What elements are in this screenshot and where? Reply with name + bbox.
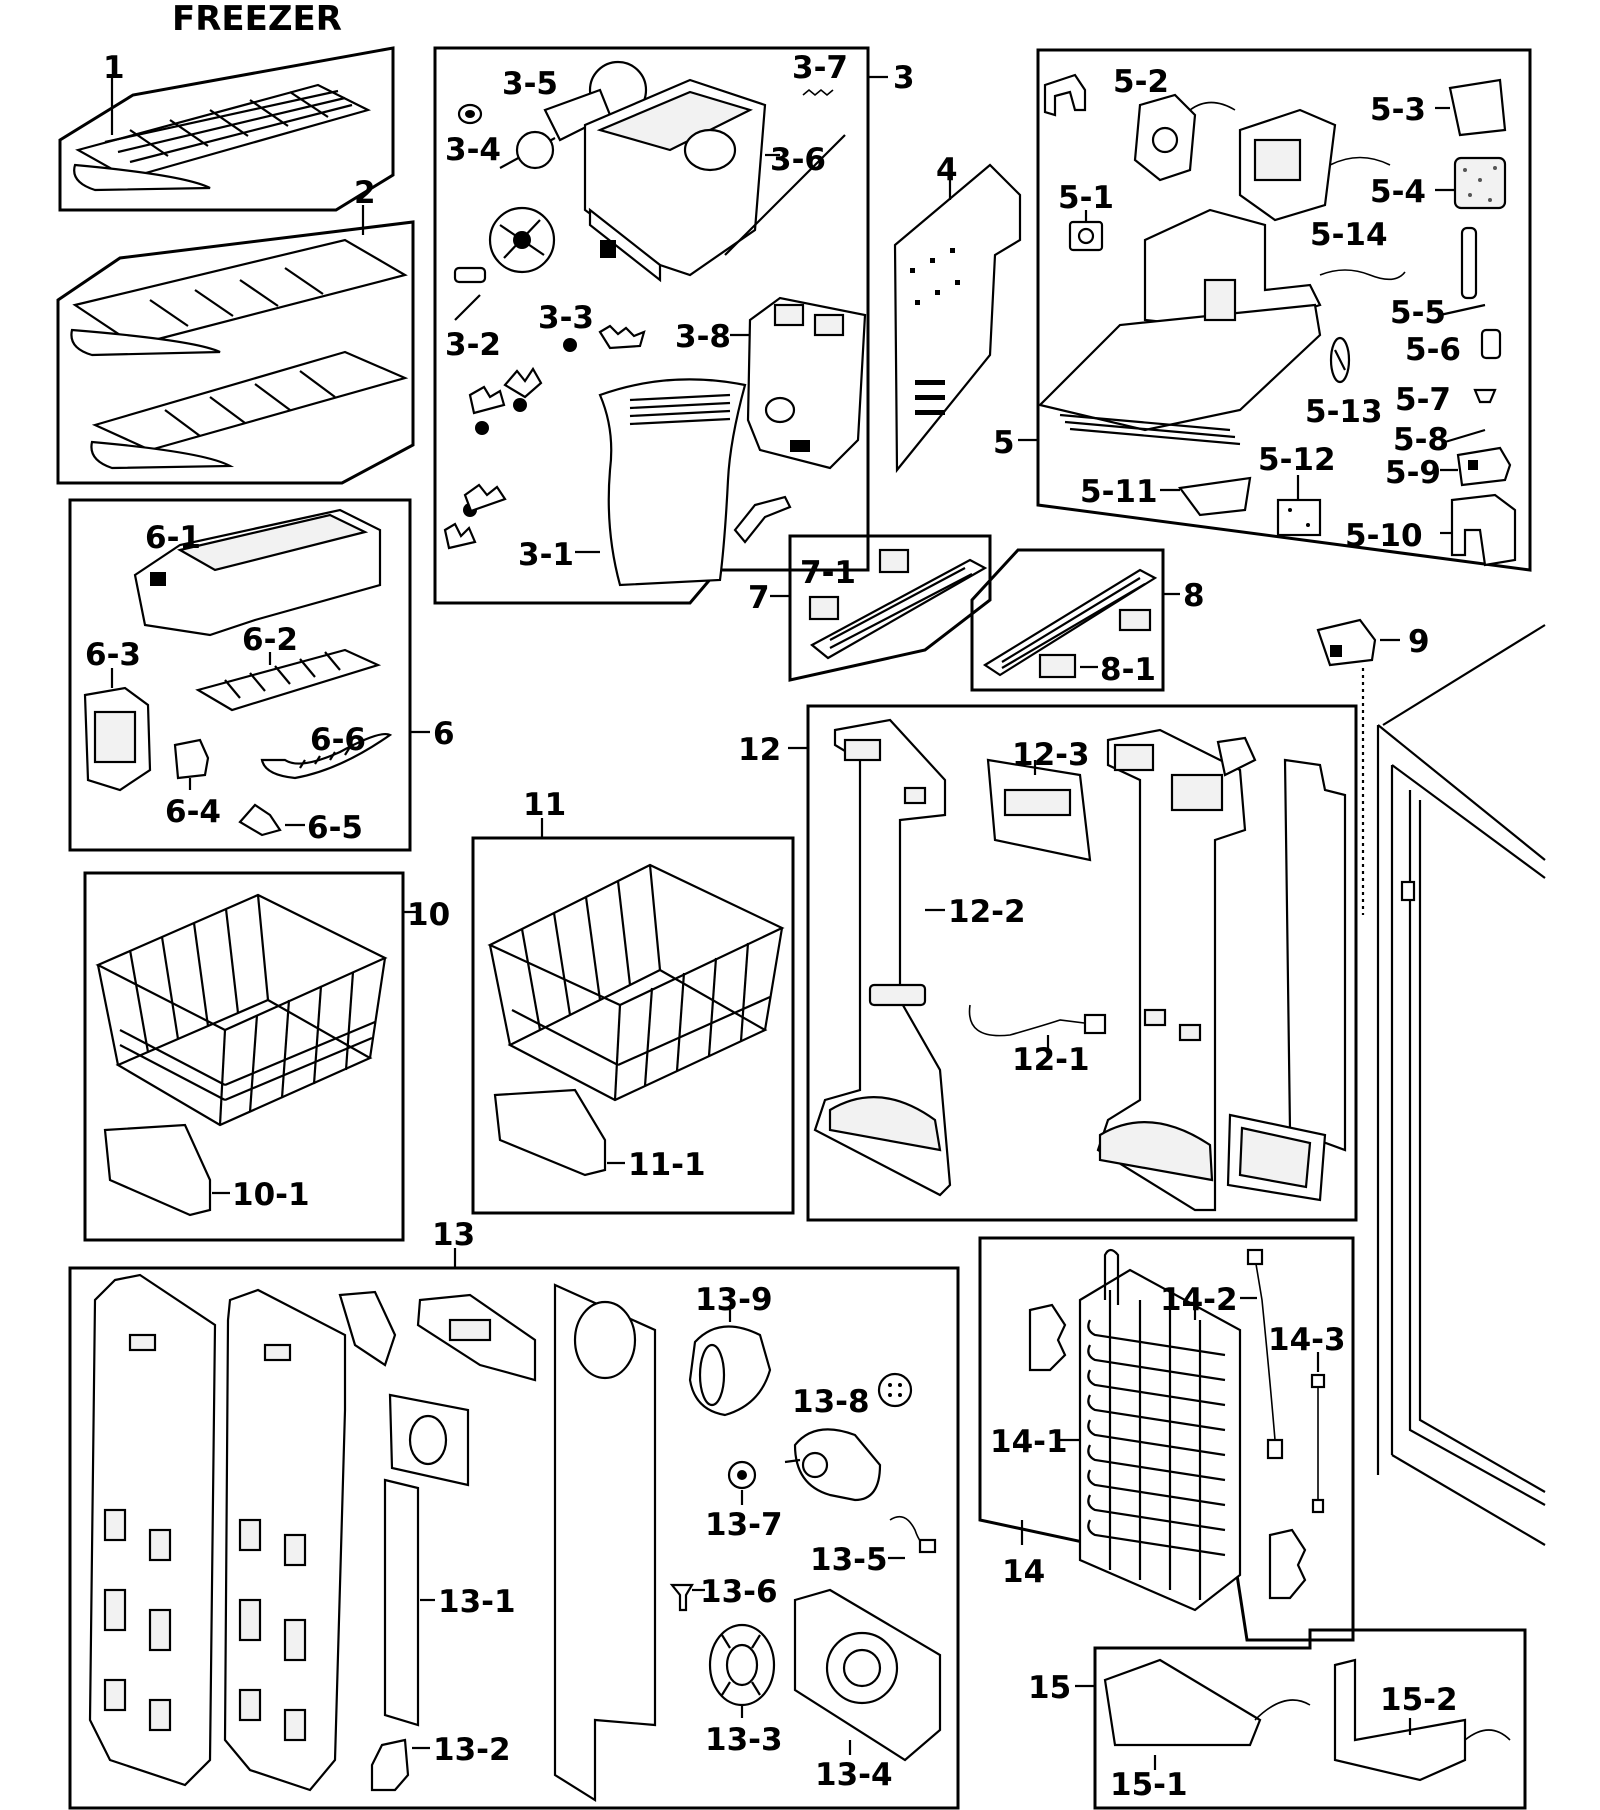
label-11: 11: [523, 787, 566, 823]
label-12-3: 12-3: [1012, 737, 1090, 773]
label-5-9: 5-9: [1385, 455, 1441, 491]
label-5-7: 5-7: [1395, 382, 1451, 418]
label-14-2: 14-2: [1160, 1282, 1238, 1318]
part-13-box: [68, 1266, 960, 1810]
label-3-6: 3-6: [770, 142, 826, 178]
label-13: 13: [432, 1217, 475, 1253]
diagram-title: FREEZER: [172, 0, 342, 39]
label-5-10: 5-10: [1345, 518, 1423, 554]
label-6-2: 6-2: [242, 622, 298, 658]
label-8: 8: [1183, 578, 1205, 614]
label-13-6: 13-6: [700, 1574, 778, 1610]
label-10-1: 10-1: [232, 1177, 310, 1213]
label-14: 14: [1002, 1554, 1045, 1590]
label-5: 5: [993, 425, 1015, 461]
part-9-connector: 9: [1316, 618, 1430, 915]
label-5-8: 5-8: [1393, 422, 1449, 458]
label-6: 6: [433, 716, 455, 752]
part-2-box: [56, 220, 415, 485]
label-13-5: 13-5: [810, 1542, 888, 1578]
part-1-shelf: 1: [58, 46, 395, 212]
part-11-basket: 11 11-1: [471, 787, 795, 1215]
part-13-duct-fan-assembly: 13 13-1 13-2: [68, 1217, 960, 1810]
label-13-3: 13-3: [705, 1722, 783, 1758]
label-5-13: 5-13: [1305, 394, 1383, 430]
label-5-6: 5-6: [1405, 332, 1461, 368]
label-6-4: 6-4: [165, 794, 221, 830]
label-2: 2: [354, 175, 376, 211]
label-5-1: 5-1: [1058, 180, 1114, 216]
label-1: 1: [103, 50, 125, 86]
label-6-3: 6-3: [85, 637, 141, 673]
label-5-14: 5-14: [1310, 217, 1388, 253]
part-7-cover-strip: 7 7-1: [748, 534, 992, 682]
label-14-3: 14-3: [1268, 1322, 1346, 1358]
label-10: 10: [407, 897, 450, 933]
part-1-box: [58, 46, 395, 212]
label-6-1: 6-1: [145, 520, 201, 556]
label-13-9: 13-9: [695, 1282, 773, 1318]
label-6-5: 6-5: [307, 810, 363, 846]
label-5-5: 5-5: [1390, 295, 1446, 331]
cabinet-outline: [1376, 624, 1546, 1546]
label-5-3: 5-3: [1370, 92, 1426, 128]
part-8-box: [970, 548, 1165, 692]
label-3-1: 3-1: [518, 537, 574, 573]
part-12-inner-panels: 12 12-2 12-3 12-1: [738, 704, 1358, 1222]
part-10-box: [83, 871, 405, 1242]
label-15: 15: [1028, 1670, 1071, 1706]
part-6-ice-maker: 6 6-1 6-2 6-3 6-4 6-6 6-5: [68, 498, 455, 852]
part-5-dispenser-assembly: 5 5-2 5-3 5-4 5-1 5-14 5-5: [993, 48, 1532, 572]
part-14-evaporator: 14 14-1 14-2 14-3: [978, 1236, 1355, 1642]
part-14-box: [978, 1236, 1355, 1642]
label-12: 12: [738, 732, 781, 768]
label-5-11: 5-11: [1080, 474, 1158, 510]
part-4-back-plate: 4: [893, 152, 1022, 474]
label-12-2: 12-2: [948, 894, 1026, 930]
part-6-box: [68, 498, 412, 852]
label-5-12: 5-12: [1258, 442, 1336, 478]
label-6-6: 6-6: [310, 722, 366, 758]
label-15-1: 15-1: [1110, 1767, 1188, 1803]
label-3-2: 3-2: [445, 327, 501, 363]
label-13-4: 13-4: [815, 1757, 893, 1793]
part-11-box: [471, 836, 795, 1215]
part-2-shelves: 2: [56, 175, 415, 485]
label-3-3: 3-3: [538, 300, 594, 336]
part-3-ice-bucket-assembly: 3 3-4 3-5 3-6 3-7 3-2 3-3: [433, 46, 915, 605]
label-3-8: 3-8: [675, 319, 731, 355]
label-5-2: 5-2: [1113, 64, 1169, 100]
label-15-2: 15-2: [1380, 1682, 1458, 1718]
label-7-1: 7-1: [800, 555, 856, 591]
label-13-7: 13-7: [705, 1507, 783, 1543]
label-12-1: 12-1: [1012, 1042, 1090, 1078]
label-13-1: 13-1: [438, 1584, 516, 1620]
part-5-box: [1036, 48, 1532, 572]
label-14-1: 14-1: [990, 1424, 1068, 1460]
label-4: 4: [936, 152, 958, 188]
label-5-4: 5-4: [1370, 174, 1426, 210]
part-15-box: [1093, 1628, 1527, 1810]
part-10-basket: 10 10-1: [83, 871, 450, 1242]
label-13-2: 13-2: [433, 1732, 511, 1768]
label-8-1: 8-1: [1100, 652, 1156, 688]
part-12-box: [806, 704, 1358, 1222]
label-3-5: 3-5: [502, 66, 558, 102]
part-7-box: [788, 534, 992, 682]
label-3: 3: [893, 60, 915, 96]
label-7: 7: [748, 580, 770, 616]
label-3-7: 3-7: [792, 50, 848, 86]
part-15-drain-heater: 15 15-1 15-2: [1028, 1628, 1527, 1810]
label-9: 9: [1408, 624, 1430, 660]
part-8-cover-strip: 8 8-1: [970, 548, 1205, 692]
label-3-4: 3-4: [445, 132, 501, 168]
label-13-8: 13-8: [792, 1384, 870, 1420]
label-11-1: 11-1: [628, 1147, 706, 1183]
